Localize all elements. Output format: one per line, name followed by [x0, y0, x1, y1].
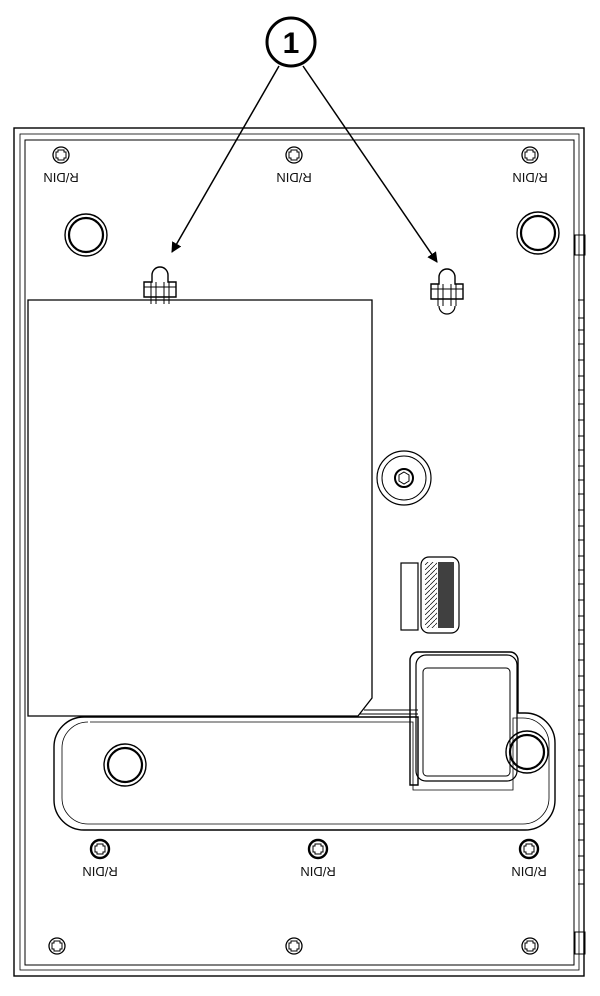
wall-mount-clip-right: [430, 268, 464, 315]
post-bottom-left: [102, 742, 148, 788]
callout-leader-right: [302, 65, 438, 263]
product-label: [400, 556, 460, 634]
mount-screw-lower-center: R/DIN: [300, 838, 336, 879]
mount-screw-top-left: R/DIN: [43, 146, 79, 185]
mount-screw-lower-right: R/DIN: [511, 838, 547, 879]
screw-bottom-left: [48, 937, 66, 955]
mount-screw-top-center: R/DIN: [276, 146, 312, 185]
device-housing: [13, 127, 586, 977]
mount-label: R/DIN: [300, 864, 335, 879]
center-screw: [376, 450, 432, 506]
lower-bracket: [53, 651, 556, 831]
mount-label: R/DIN: [82, 864, 117, 879]
mount-label: R/DIN: [276, 170, 311, 185]
callout-leader-left: [171, 65, 280, 253]
mount-label: R/DIN: [512, 170, 547, 185]
wall-mount-clip-left: [143, 266, 177, 305]
callout-number: 1: [283, 27, 300, 60]
screw-bottom-center: [285, 937, 303, 955]
screw-bottom-right: [521, 937, 539, 955]
post-bottom-right: [504, 729, 550, 775]
post-top-right: [515, 210, 561, 256]
cover-plate: [27, 299, 373, 717]
mount-label: R/DIN: [43, 170, 78, 185]
mount-label: R/DIN: [511, 864, 546, 879]
post-top-left: [63, 212, 109, 258]
mount-screw-top-right: R/DIN: [512, 146, 548, 185]
mount-screw-lower-left: R/DIN: [82, 838, 118, 879]
callout-1: 1: [265, 16, 317, 68]
